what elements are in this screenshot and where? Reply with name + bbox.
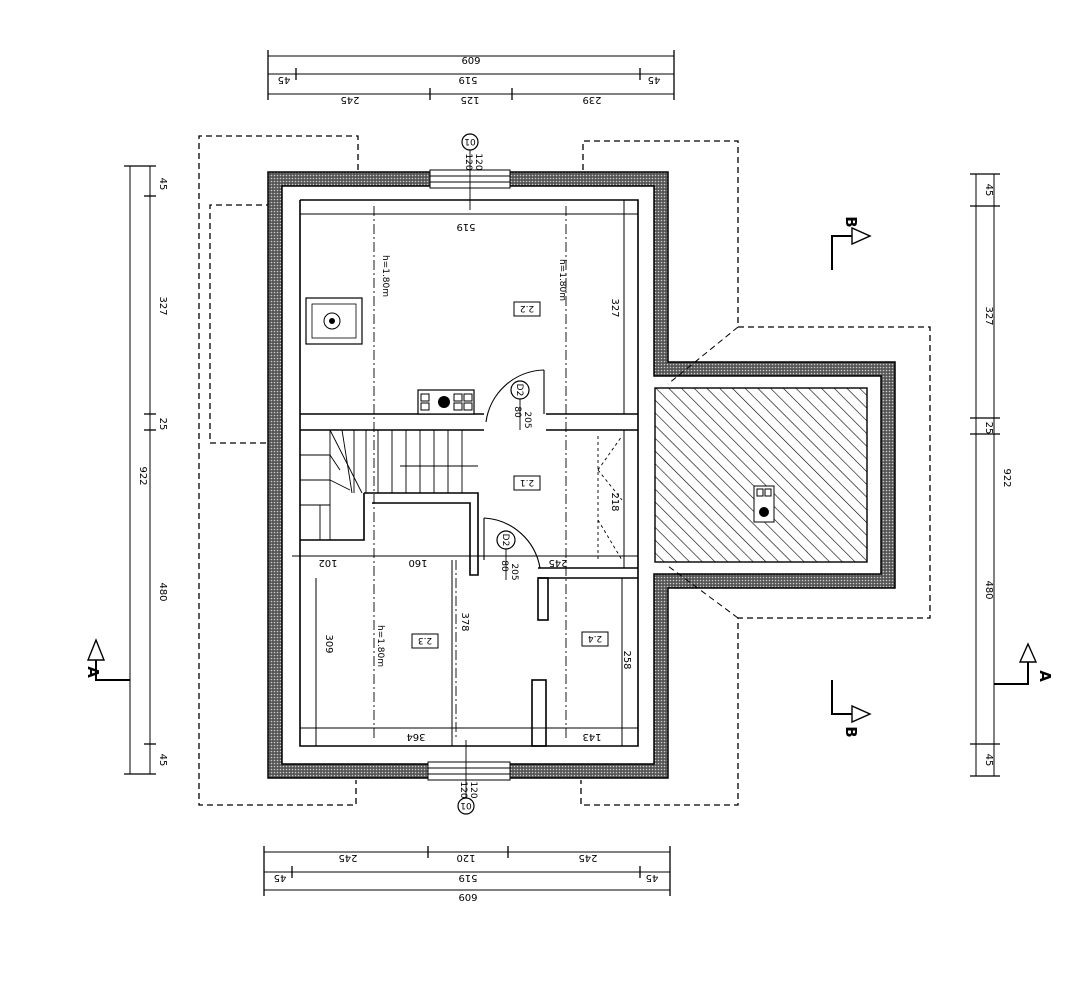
room-label-2-1: 2.1 [513, 475, 541, 491]
dim-in-364: 364 [406, 731, 425, 742]
dim-left-45-bottom: 45 [157, 754, 168, 767]
window-dim-a-top: 120 [463, 153, 473, 170]
exterior-walls [267, 171, 896, 779]
svg-text:2.3: 2.3 [418, 635, 432, 645]
window-dim-b-top: 120 [473, 153, 483, 170]
section-marker-b-bottom: B [831, 680, 872, 738]
door-lower [483, 517, 541, 569]
window-dim-b-bottom: 120 [468, 781, 478, 798]
dim-bottom-245-right: 245 [578, 852, 597, 863]
door-w-lower: 80 [499, 560, 509, 572]
dim-left-922: 922 [137, 466, 148, 485]
staircase [300, 429, 478, 540]
dim-in-102: 102 [318, 557, 337, 568]
dim-in-160: 160 [408, 557, 427, 568]
dimension-lines [129, 55, 995, 891]
door-upper [485, 369, 545, 423]
window-tag-bottom-label: 01 [460, 800, 471, 810]
dashed-fixture-lines [597, 435, 623, 561]
room-label-2-4: 2.4 [581, 631, 609, 647]
roof-hip-lines [667, 326, 739, 619]
window-dim-a-bottom: 120 [458, 781, 468, 798]
section-marker-b-top: B [831, 216, 872, 270]
dim-top-245: 245 [340, 94, 359, 105]
dim-bottom-45-left: 45 [274, 872, 287, 883]
roof-outline [198, 135, 931, 806]
svg-text:A: A [84, 666, 102, 678]
dim-right-480: 480 [983, 580, 994, 599]
dim-top-609: 609 [461, 54, 480, 65]
sink-fixture [305, 297, 363, 345]
door-h-upper: 205 [522, 411, 532, 428]
room-label-2-2: 2.2 [513, 301, 541, 317]
svg-text:A: A [1036, 670, 1054, 682]
window-tag-top-label: 01 [464, 136, 475, 146]
dim-bottom-120: 120 [456, 852, 475, 863]
svg-text:2.4: 2.4 [588, 633, 603, 643]
stove-fixture [417, 389, 475, 415]
section-marker-a-right: A [994, 642, 1054, 685]
svg-text:B: B [842, 726, 860, 737]
dim-top-519: 519 [458, 74, 477, 85]
svg-text:2.2: 2.2 [520, 303, 534, 313]
dim-bottom-45-right: 45 [646, 872, 659, 883]
height-label-3: h=1.80m [375, 625, 385, 667]
dim-bottom-609: 609 [458, 891, 477, 902]
section-marker-a-left: A [84, 638, 130, 681]
hatched-area [654, 387, 868, 563]
dim-right-45-bottom: 45 [983, 754, 994, 767]
dimension-ticks [124, 50, 1000, 896]
dim-top-125: 125 [460, 94, 479, 105]
dim-in-258: 258 [621, 650, 632, 669]
dim-bottom-245-left: 245 [338, 852, 357, 863]
svg-text:B: B [842, 216, 860, 227]
dim-left-45: 45 [157, 178, 168, 191]
dim-in-218: 218 [609, 492, 620, 511]
dim-left-327: 327 [157, 296, 168, 315]
door-tag-lower: D2 80 205 [496, 530, 519, 581]
interior-walls [299, 199, 639, 747]
window-tag-bottom: 01 120 120 [457, 740, 478, 815]
ceiling-height-lines [373, 206, 567, 740]
dim-right-25: 25 [983, 422, 994, 435]
door-w-upper: 80 [512, 406, 522, 418]
window-tag-top: 01 120 120 [461, 133, 483, 210]
dim-left-25: 25 [157, 418, 168, 431]
height-label-1: h=1.80m [380, 255, 390, 297]
dim-right-327: 327 [983, 306, 994, 325]
dim-in-245: 245 [548, 557, 567, 568]
window-bottom [427, 761, 511, 781]
door-h-lower: 205 [509, 563, 519, 580]
svg-text:2.1: 2.1 [520, 477, 534, 487]
height-label-2: h=1.80m [557, 259, 567, 301]
dim-in-143: 143 [582, 731, 601, 742]
dim-in-309: 309 [323, 634, 334, 653]
dim-top-45-left: 45 [278, 74, 291, 85]
dim-bottom-519: 519 [458, 872, 477, 883]
dim-top-45-right: 45 [648, 74, 661, 85]
dim-right-45: 45 [983, 184, 994, 197]
dim-in-378: 378 [459, 612, 470, 631]
dim-left-480: 480 [157, 582, 168, 601]
dim-right-922: 922 [1001, 468, 1012, 487]
door-tag-upper: D2 80 205 [510, 380, 532, 430]
room-label-2-3: 2.3 [411, 633, 439, 649]
dim-top-239: 239 [582, 94, 601, 105]
dim-in-519: 519 [456, 221, 475, 232]
door-tag-upper-label: D2 [514, 384, 524, 397]
door-tag-lower-label: D2 [500, 534, 510, 547]
dim-in-327: 327 [609, 298, 620, 317]
